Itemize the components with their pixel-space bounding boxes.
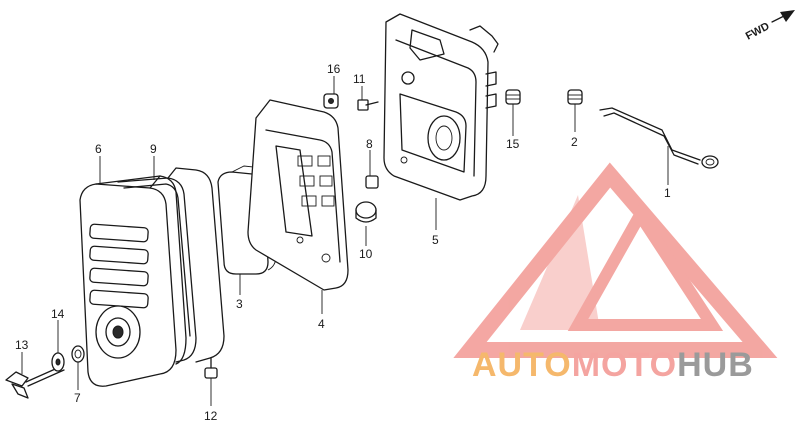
svg-text:AUTOMOTOHUB: AUTOMOTOHUB	[472, 346, 754, 384]
callout-12: 12	[204, 409, 218, 423]
watermark-text: AUTOMOTOHUB	[472, 346, 754, 384]
callout-15: 15	[506, 137, 520, 151]
callout-6: 6	[95, 142, 102, 156]
air-cleaner-cover	[79, 175, 187, 387]
callout-2: 2	[571, 135, 578, 149]
watermark-moto: MOTO	[572, 346, 677, 384]
cover-gasket	[117, 167, 225, 363]
callout-11: 11	[353, 72, 366, 86]
callout-1: 1	[664, 186, 671, 200]
bolt-12	[204, 357, 218, 379]
air-cleaner-base	[383, 13, 499, 201]
collar-10	[355, 201, 377, 223]
callout-7: 7	[74, 391, 81, 405]
callout-16: 16	[327, 62, 341, 76]
grommet-2	[567, 89, 583, 105]
callout-3: 3	[236, 297, 243, 311]
callout-5: 5	[432, 233, 439, 247]
washer-14	[51, 352, 65, 372]
nut-8	[365, 175, 379, 189]
callout-8: 8	[366, 137, 373, 151]
callout-9: 9	[150, 142, 157, 156]
wing-bolt-13	[5, 365, 65, 399]
watermark-logo-icon	[453, 162, 778, 358]
grommet-15	[505, 89, 521, 105]
direction-label: FWD	[744, 20, 772, 42]
watermark-hub: HUB	[677, 346, 754, 384]
nut-16	[323, 93, 339, 109]
nut-7	[71, 345, 85, 363]
forward-arrow-icon: FWD	[744, 10, 795, 43]
callout-4: 4	[318, 317, 325, 331]
bolt-11	[357, 99, 379, 111]
callout-13: 13	[15, 338, 29, 352]
watermark-auto: AUTO	[472, 346, 572, 384]
filter-case	[247, 99, 349, 291]
callout-10: 10	[359, 247, 373, 261]
choke-rod	[599, 107, 719, 169]
callout-14: 14	[51, 307, 65, 321]
